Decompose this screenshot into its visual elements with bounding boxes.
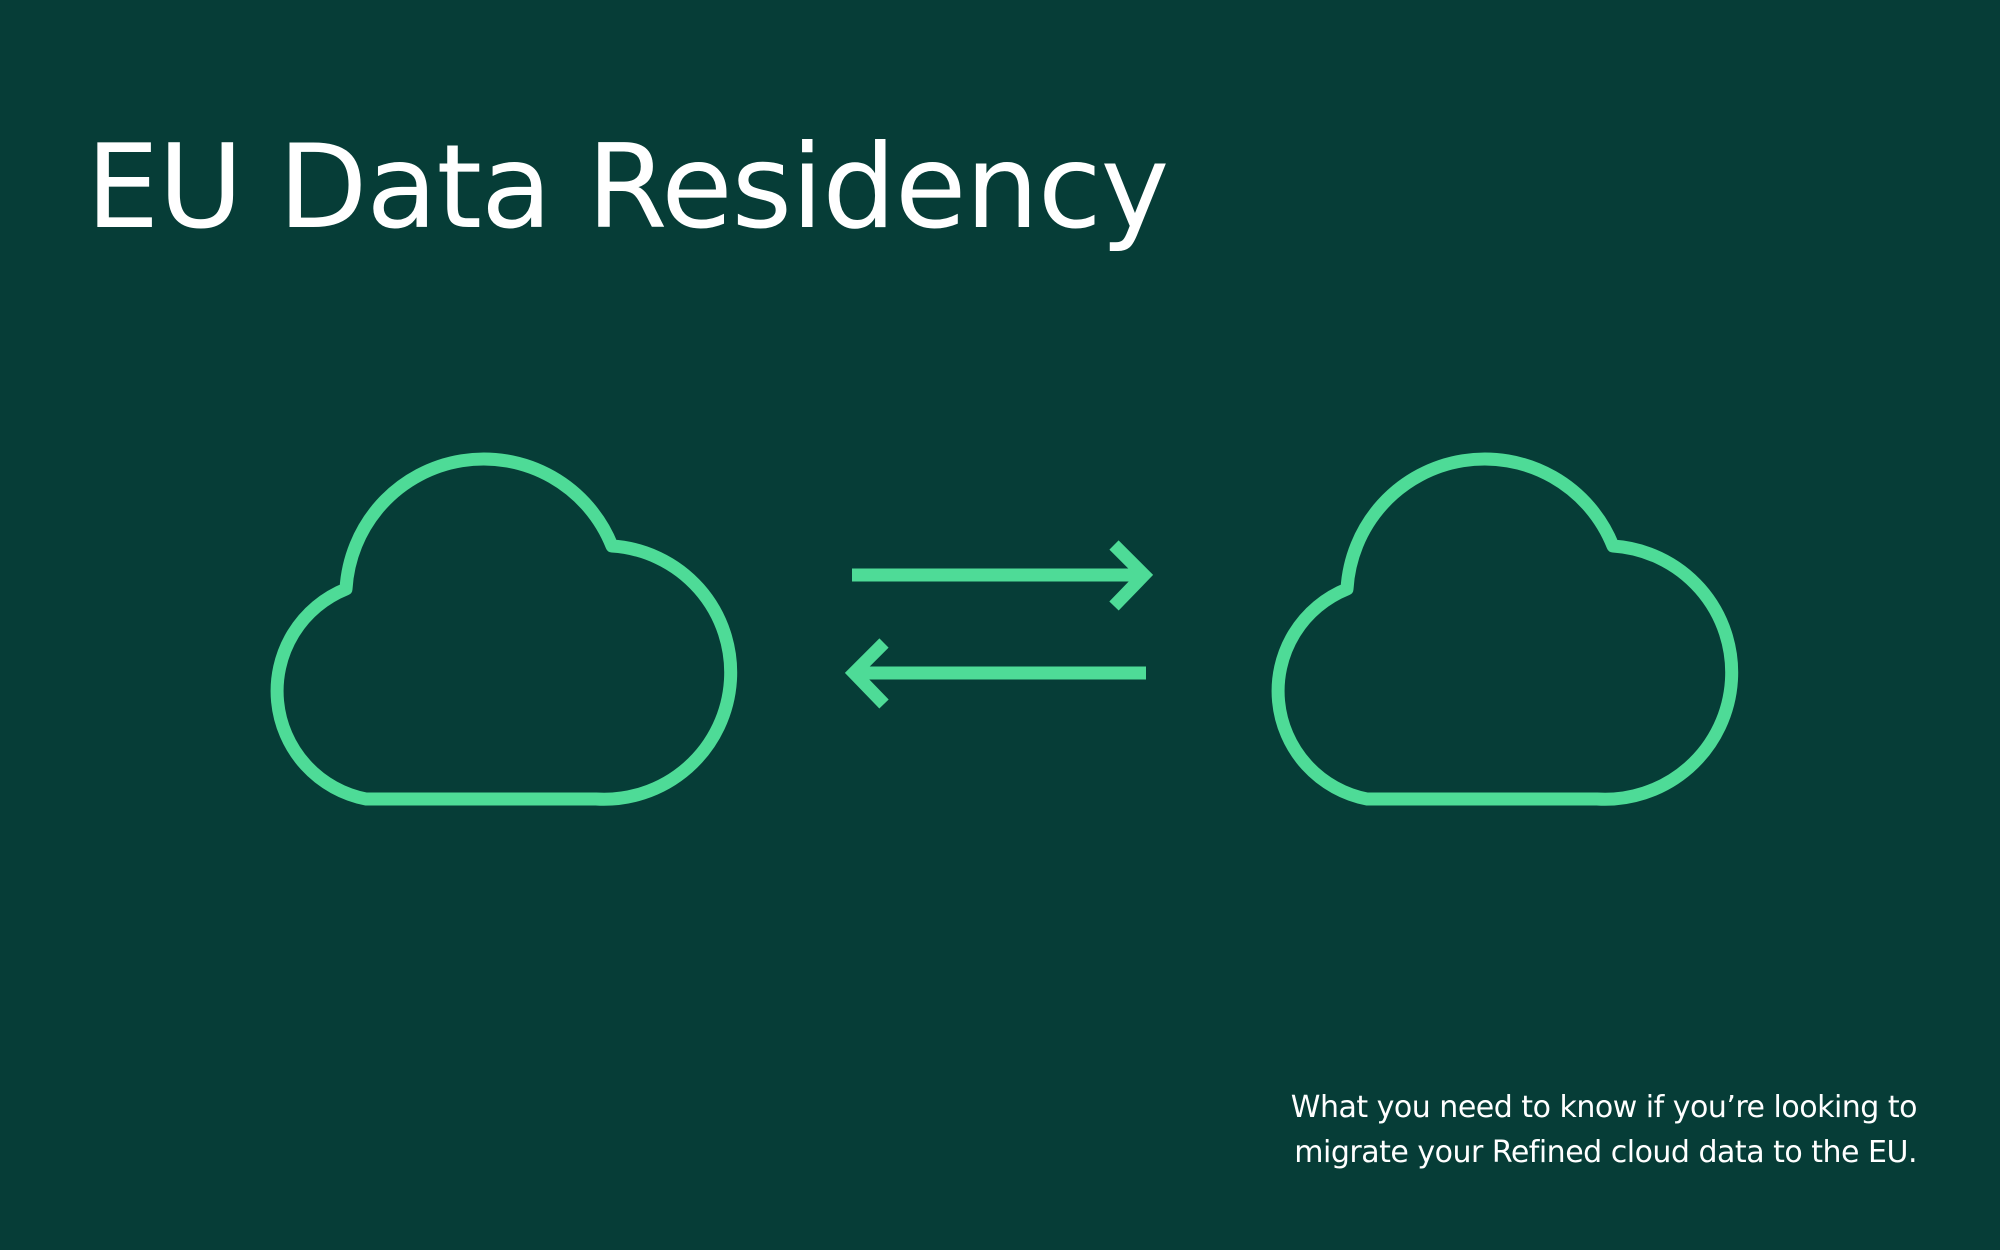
target-cloud-icon <box>1278 459 1732 799</box>
arrow-right-icon <box>852 540 1154 611</box>
caption-line-2: migrate your Refined cloud data to the E… <box>1294 1135 1917 1170</box>
caption-line-1: What you need to know if you’re looking … <box>1290 1090 1918 1125</box>
caption-text: What you need to know if you’re looking … <box>1157 1085 1918 1175</box>
source-cloud-icon <box>277 459 731 799</box>
page-title: EU Data Residency <box>86 120 1169 255</box>
arrow-left-icon <box>844 638 1146 709</box>
